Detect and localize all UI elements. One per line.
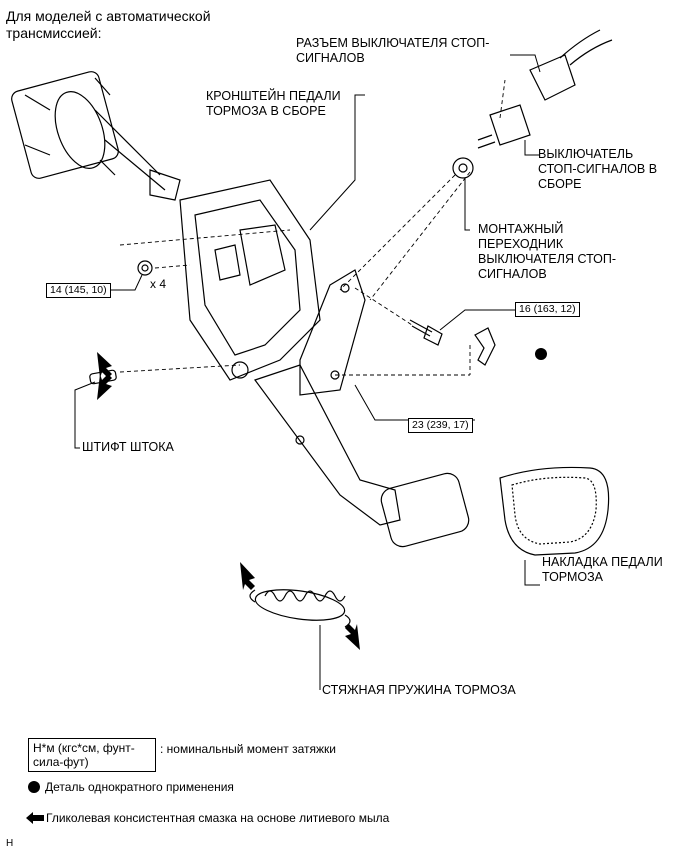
torque-bolt: 16 (163, 12) [515, 302, 580, 317]
quantity-label: x 4 [150, 277, 167, 291]
label-mounting-adapter: МОНТАЖНЫЙ ПЕРЕХОДНИК ВЫКЛЮЧАТЕЛЯ СТОП- С… [478, 222, 617, 281]
pedal-pad [499, 466, 610, 556]
legend-torque-desc: : номинальный момент затяжки [160, 742, 336, 756]
switch-bracket-plate [299, 269, 366, 396]
non-reusable-legend-icon [28, 781, 40, 793]
clip-icon [474, 327, 496, 366]
pedal-bracket-assembly [179, 179, 321, 381]
corner-mark: H [6, 838, 14, 849]
label-pedal-bracket: КРОНШТЕЙН ПЕДАЛИ ТОРМОЗА В СБОРЕ [206, 89, 341, 118]
legend-grease: Гликолевая консистентная смазка на основ… [46, 811, 390, 825]
master-cylinder-mount [11, 71, 181, 201]
grease-arrows [97, 352, 360, 650]
label-stop-switch-connector: РАЗЪЕМ ВЫКЛЮЧАТЕЛЯ СТОП- СИГНАЛОВ [296, 36, 490, 65]
legend-non-reusable: Деталь однократного применения [45, 780, 234, 794]
label-pedal-pad: НАКЛАДКА ПЕДАЛИ ТОРМОЗА [542, 555, 663, 584]
non-reusable-dot-icon [535, 348, 547, 360]
stop-switch-connector [529, 29, 613, 101]
label-return-spring: СТЯЖНАЯ ПРУЖИНА ТОРМОЗА [322, 683, 516, 697]
page-heading: Для моделей с автоматической трансмиссие… [6, 8, 211, 41]
label-push-rod-pin: ШТИФТ ШТОКА [82, 440, 174, 454]
mounting-adapter [452, 157, 474, 179]
return-spring [249, 589, 351, 628]
torque-nut: 14 (145, 10) [46, 283, 111, 298]
stop-lamp-switch [477, 104, 531, 149]
grease-legend-icon [26, 812, 44, 824]
legend-torque-unit: Н*м (кгс*см, фунт- сила-фут) [28, 738, 156, 772]
label-stop-switch: ВЫКЛЮЧАТЕЛЬ СТОП-СИГНАЛОВ В СБОРЕ [538, 147, 658, 191]
torque-pivot: 23 (239, 17) [408, 418, 473, 433]
brake-pedal-arm [254, 364, 470, 548]
bolt-icon [409, 319, 443, 346]
nut-icon [137, 260, 153, 276]
